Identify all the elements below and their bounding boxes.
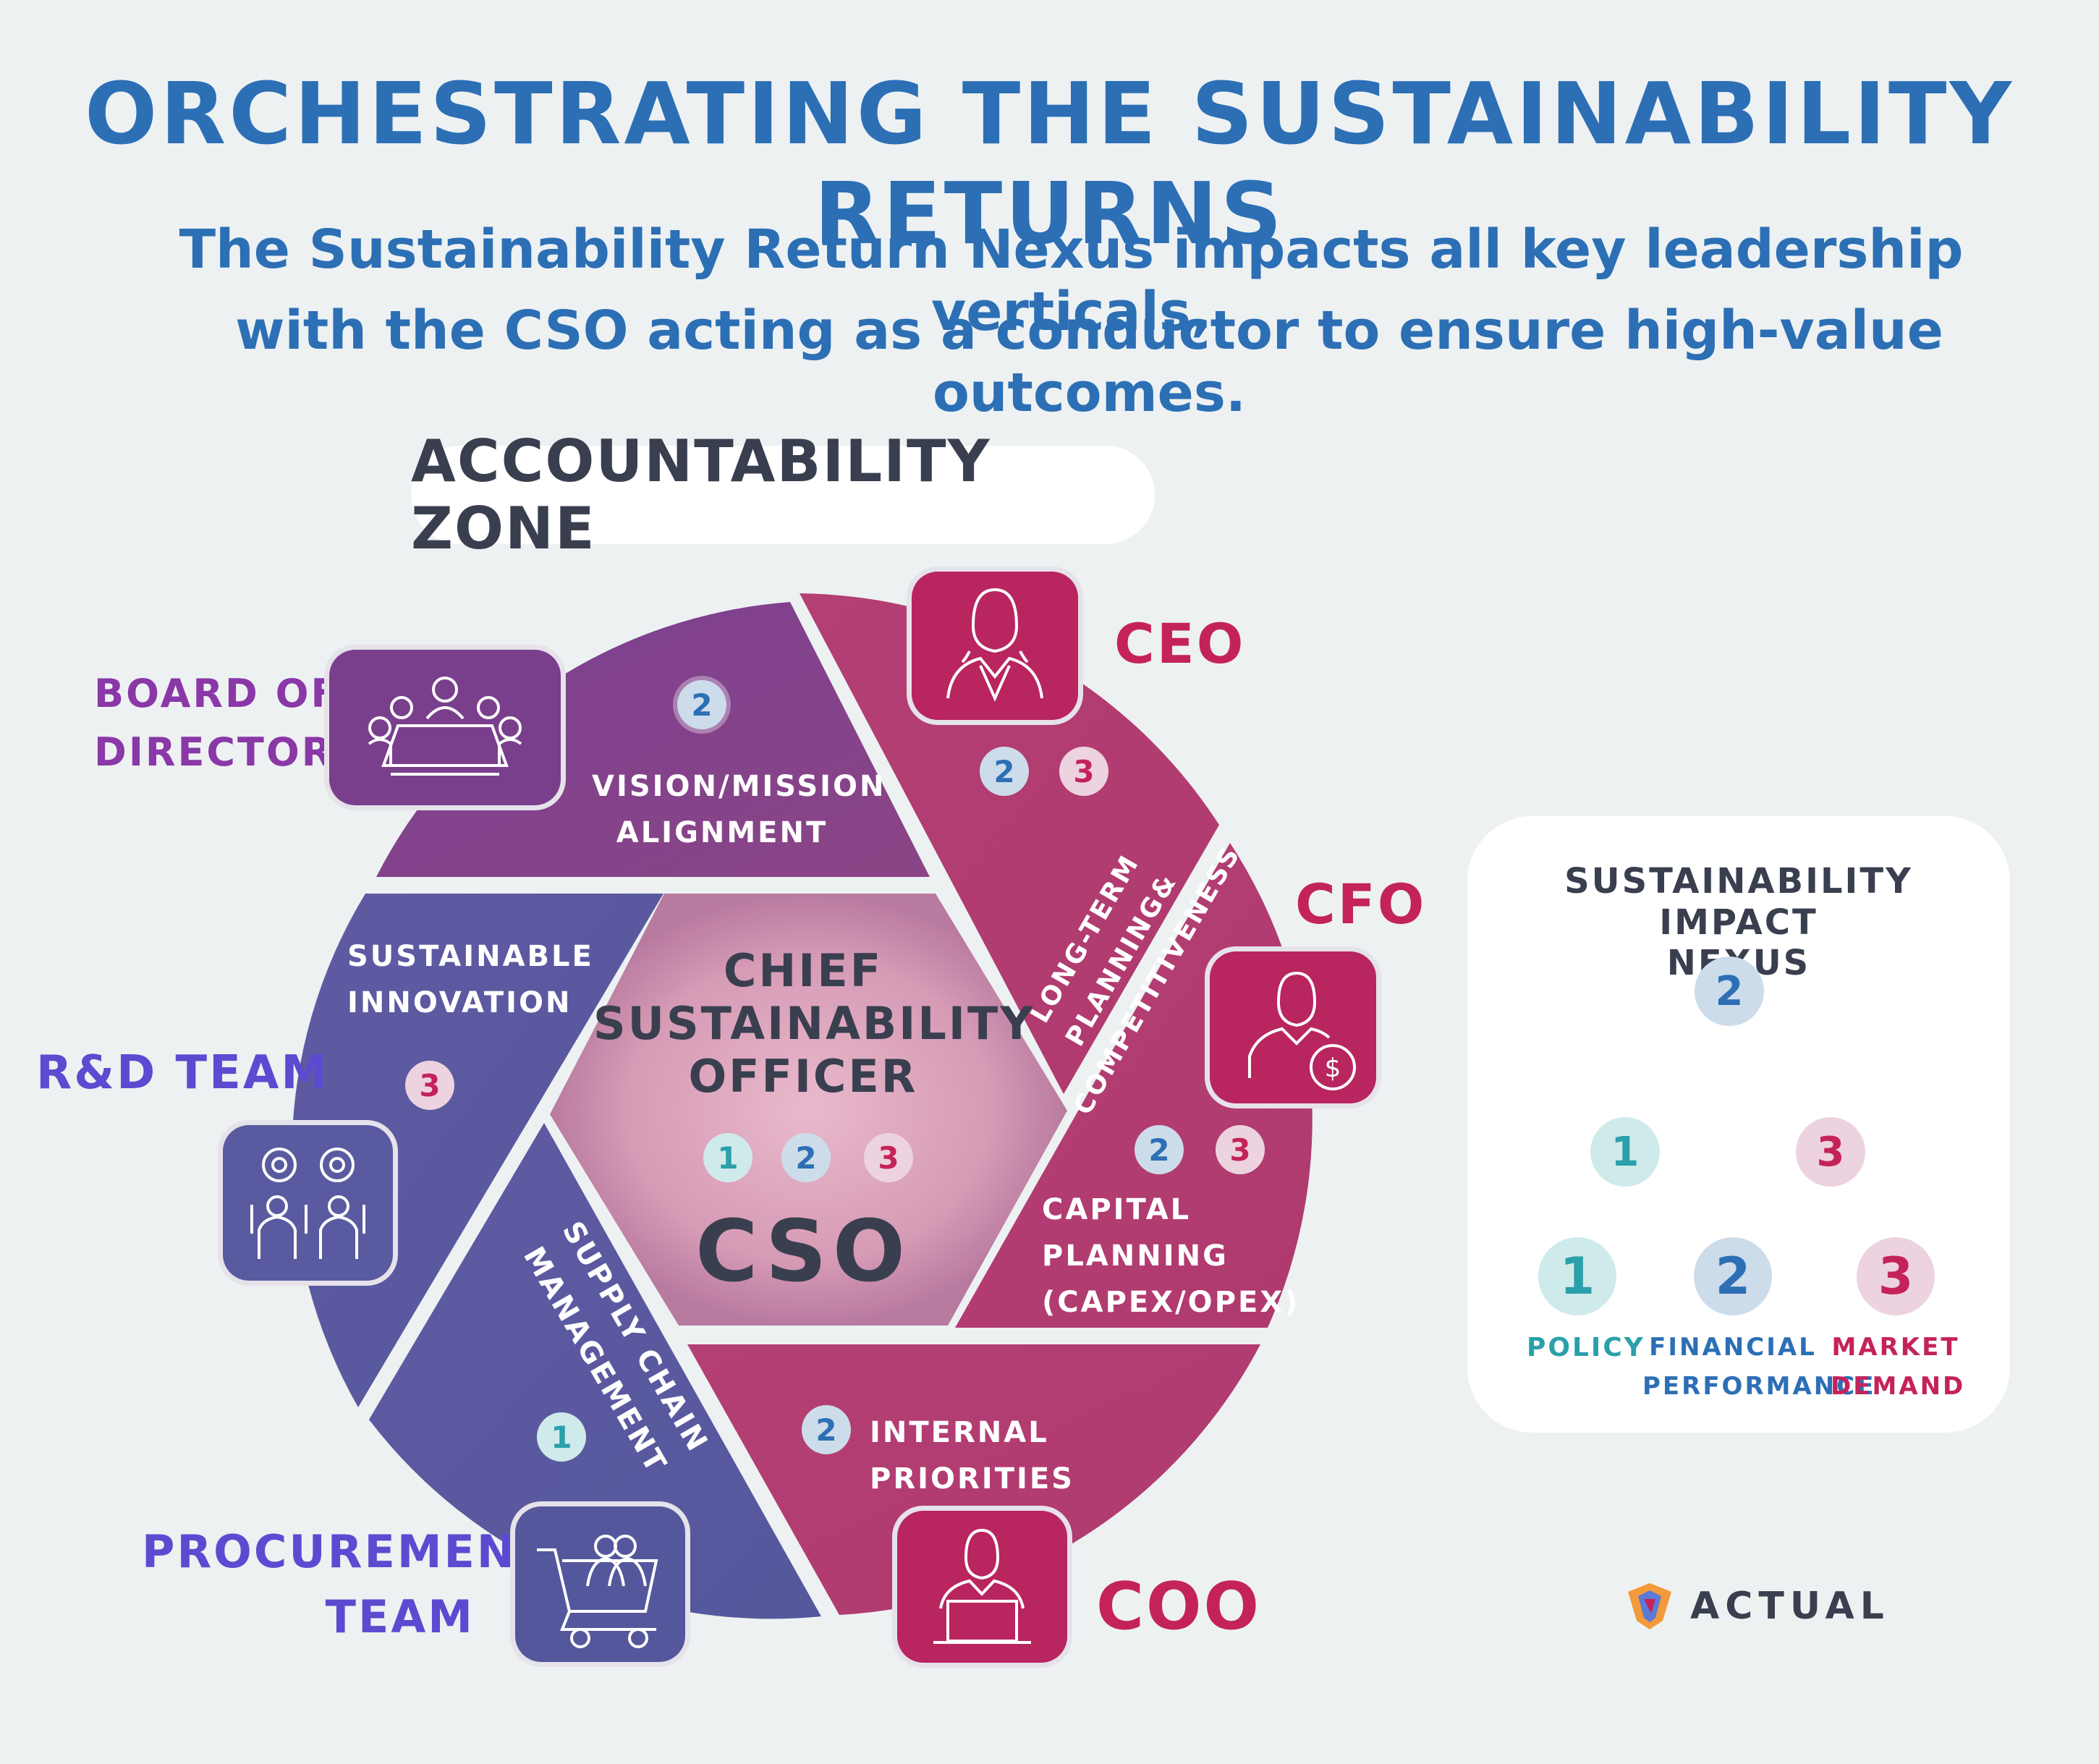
procurement-icon-box xyxy=(515,1506,685,1662)
brand-name: ACTUAL xyxy=(1690,1585,1890,1628)
segment-vision-mission xyxy=(376,602,930,877)
center-line-2: SUSTAINABILITY xyxy=(593,997,1035,1051)
legend-label-3-line-1: MARKET xyxy=(1831,1333,1960,1362)
role-procurement: PROCUREMENT TEAM xyxy=(142,1519,550,1650)
accountability-zone-text: ACCOUNTABILITY ZONE xyxy=(411,428,991,562)
center-badge-3: 3 xyxy=(864,1133,913,1182)
legend-label-2-line-1: FINANCIAL xyxy=(1649,1333,1817,1362)
brand: ACTUAL xyxy=(1621,1577,1890,1635)
executive-laptop-icon xyxy=(933,1528,1031,1644)
board-icon-box xyxy=(329,650,561,805)
finance-person-icon: $ xyxy=(1248,971,1356,1090)
internal-text: INTERNAL PRIORITIES xyxy=(870,1416,1074,1496)
legend-badge-2: 2 xyxy=(1694,1237,1772,1315)
legend-label-3-line-2: DEMAND xyxy=(1831,1372,1966,1401)
long-term-badge-3: 3 xyxy=(1059,747,1108,796)
capital-text: CAPITAL PLANNING (CAPEX/OPEX) xyxy=(1042,1187,1331,1326)
role-procurement-line-1: PROCUREMENT xyxy=(142,1525,550,1578)
subtitle-line-1: The Sustainability Return Nexus impacts … xyxy=(179,219,1964,343)
long-term-badge-2: 2 xyxy=(980,747,1029,796)
innovation-badge-3: 3 xyxy=(405,1061,454,1110)
innovation-text: SUSTAINABLE INNOVATION xyxy=(347,933,608,1026)
role-board-line-1: BOARD OF xyxy=(94,671,340,716)
legend-label-2-line-2: PERFORMANCE xyxy=(1642,1372,1876,1401)
role-board: BOARD OF DIRECTORS xyxy=(94,664,364,781)
capital-badge-3: 3 xyxy=(1216,1125,1265,1174)
capital-line-2: PLANNING xyxy=(1042,1239,1229,1273)
role-rnd: R&D TEAM xyxy=(36,1046,330,1100)
coo-icon-box xyxy=(897,1511,1067,1663)
vision-badge-2: 2 xyxy=(677,680,726,729)
nexus-legend-2: 2 FINANCIAL PERFORMANCE xyxy=(1642,1237,1876,1401)
segment-sustainable-innovation xyxy=(292,894,664,1407)
vision-line-1: VISION/MISSION xyxy=(592,770,886,803)
legend-badge-3: 3 xyxy=(1857,1237,1935,1315)
role-board-line-2: DIRECTORS xyxy=(94,729,365,775)
nexus-node-2: 2 xyxy=(1695,957,1764,1026)
shopping-cart-icon xyxy=(537,1535,658,1648)
actual-logo-icon xyxy=(1628,1583,1671,1629)
meeting-table-icon xyxy=(368,677,522,776)
role-ceo: CEO xyxy=(1114,611,1246,676)
innovation-line-2: INNOVATION xyxy=(347,986,572,1019)
nexus-title-line-1: SUSTAINABILITY IMPACT xyxy=(1564,861,1913,943)
capital-badge-2: 2 xyxy=(1135,1125,1184,1174)
innovation-line-1: SUSTAINABLE xyxy=(347,940,594,973)
svg-text:$: $ xyxy=(1325,1053,1341,1083)
role-coo: COO xyxy=(1096,1569,1262,1645)
nexus-title: SUSTAINABILITY IMPACT NEXUS xyxy=(1482,861,1996,984)
legend-label-1: POLICY xyxy=(1527,1333,1645,1362)
center-hexagon xyxy=(550,894,1067,1326)
subtitle-line-2: with the CSO acting as a conductor to en… xyxy=(235,300,1943,424)
gears-team-icon xyxy=(250,1148,365,1259)
businesswoman-icon xyxy=(946,588,1043,702)
capital-line-3: (CAPEX/OPEX) xyxy=(1042,1286,1300,1319)
nexus-legend-3: 3 MARKET DEMAND xyxy=(1831,1237,1966,1401)
role-procurement-line-2: TEAM xyxy=(325,1590,475,1643)
center-abbr: CSO xyxy=(695,1201,912,1301)
nexus-node-3: 3 xyxy=(1796,1117,1865,1187)
vision-line-2: ALIGNMENT xyxy=(616,816,828,849)
rnd-icon-box xyxy=(223,1125,393,1281)
center-line-3: OFFICER xyxy=(688,1050,918,1103)
page-title: ORCHESTRATING THE SUSTAINABILITY RETURNS xyxy=(85,64,2014,263)
impact-nexus-card xyxy=(1467,816,2010,1433)
internal-badge-2: 2 xyxy=(802,1405,851,1454)
center-badge-1: 1 xyxy=(703,1133,752,1182)
cfo-icon-box: $ xyxy=(1210,951,1376,1103)
segment-supply-chain xyxy=(369,1123,821,1619)
segment-long-term-planning xyxy=(800,593,1219,1094)
role-cfo: CFO xyxy=(1295,872,1427,936)
center-line-1: CHIEF xyxy=(723,944,883,997)
center-badge-2: 2 xyxy=(781,1133,831,1182)
nexus-node-1: 1 xyxy=(1590,1117,1660,1187)
vision-text: VISION/MISSION ALIGNMENT xyxy=(592,763,886,856)
ceo-icon-box xyxy=(912,572,1078,720)
legend-badge-1: 1 xyxy=(1538,1237,1616,1315)
nexus-legend-1: 1 POLICY xyxy=(1527,1237,1645,1362)
capital-line-1: CAPITAL xyxy=(1042,1193,1192,1226)
accountability-zone-label: ACCOUNTABILITY ZONE xyxy=(411,428,1155,562)
center-title: CHIEF SUSTAINABILITY OFFICER xyxy=(593,944,1035,1103)
supply-badge-1: 1 xyxy=(537,1412,586,1462)
